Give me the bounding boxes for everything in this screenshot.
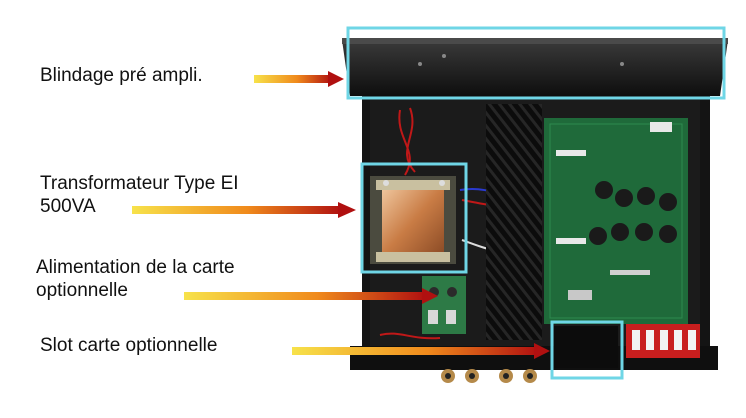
label-preamp-shield: Blindage pré ampli. [40,65,203,86]
label-optional-card-supply: Alimentation de la carte optionnelle [36,257,235,301]
optional-card-supply-board [422,276,466,334]
heatsink [486,104,542,340]
main-pcb [544,118,688,324]
label-optional-card-slot: Slot carte optionnelle [40,335,218,356]
arrow-right-icon [254,71,344,87]
preamp-shield-lid [342,38,728,96]
arrow-right-icon [292,343,550,359]
highlight-box-preamp-shield [346,26,726,100]
highlight-box-optional-slot [550,320,624,380]
transformer [370,176,456,264]
label-ei-transformer: Transformateur Type EI 500VA [40,173,239,217]
highlight-box-transformer [360,162,468,274]
arrow-right-icon [132,202,356,218]
arrow-right-icon [184,288,438,304]
